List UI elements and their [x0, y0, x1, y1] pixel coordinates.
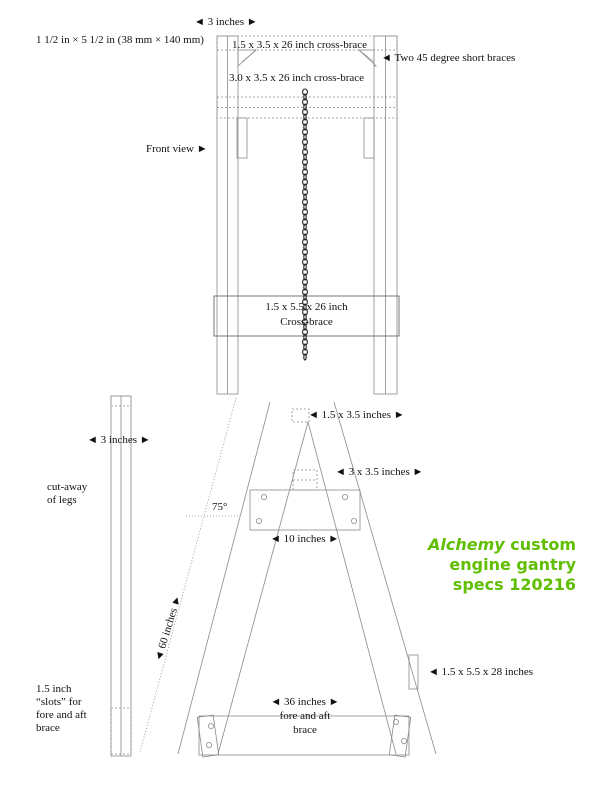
base-brace [196, 714, 412, 758]
top-cross-brace-label: 1.5 x 3.5 x 26 inch cross-brace [232, 39, 368, 51]
chain-link [303, 173, 307, 181]
chain-link [302, 188, 308, 196]
chain-link [302, 348, 308, 356]
right-leg-slot [363, 117, 375, 159]
chain-link [303, 283, 307, 291]
chain-link [302, 258, 308, 266]
chain-link [303, 183, 307, 191]
left-leg-slot [236, 117, 248, 159]
front-right-leg [373, 35, 398, 395]
lower-cross-brace-label-2: Cross-brace [280, 316, 333, 328]
leg-board-label: ◄ 1.5 x 5.5 x 28 inches [428, 666, 533, 678]
chain-link [302, 328, 308, 336]
apex-block-label: ◄ 1.5 x 3.5 inches ► [308, 409, 405, 421]
base-brace-label-3: brace [293, 724, 317, 736]
chain-link [303, 113, 307, 121]
top-cross-brace [216, 35, 398, 51]
chain-link [302, 268, 308, 276]
chain-link [302, 198, 308, 206]
chain-link [303, 223, 307, 231]
title-line-2: engine gantry [449, 555, 576, 574]
front-left-leg [216, 35, 239, 395]
chain-link [303, 333, 307, 341]
chain-link [302, 128, 308, 136]
chain-link [302, 288, 308, 296]
chain-link [303, 323, 307, 331]
chain-link [302, 238, 308, 246]
chain-link [303, 353, 307, 361]
chain-link [303, 103, 307, 111]
chain-link [302, 148, 308, 156]
cutaway-leg-strip [110, 395, 132, 757]
chain-link [302, 88, 308, 96]
cutaway-label-1: cut-away [47, 481, 88, 493]
chain-link [303, 153, 307, 161]
chain-link [302, 208, 308, 216]
leg-length-guide [139, 397, 237, 753]
chain-link [303, 253, 307, 261]
gusset-width-label: ◄ 10 inches ► [270, 533, 340, 545]
lower-cross-brace-label-1: 1.5 x 5.5 x 26 inch [265, 301, 348, 313]
chain-link [302, 138, 308, 146]
side-right-leg [307, 401, 437, 755]
base-brace-label-2: fore and aft [279, 710, 331, 722]
leg-width-label: ◄ 3 inches ► [87, 434, 151, 446]
chain-link [303, 313, 307, 321]
short-braces-label: ◄ Two 45 degree short braces [381, 52, 516, 64]
second-block-label: ◄ 3 x 3.5 inches ► [335, 466, 424, 478]
angle-label: 75° [212, 501, 228, 513]
short-brace-right [357, 49, 378, 67]
chain-link [303, 203, 307, 211]
gantry-title: Alchemy custom engine gantry specs 12021… [428, 535, 576, 595]
chain-link [303, 273, 307, 281]
chain-link [302, 168, 308, 176]
top-width-label: ◄ 3 inches ► [194, 16, 258, 28]
second-cross-brace [216, 96, 398, 119]
apex-block [291, 408, 310, 423]
chain-link [302, 228, 308, 236]
chain-link [303, 293, 307, 301]
title-line-1-rest: custom [504, 535, 576, 554]
chain-link [302, 158, 308, 166]
chain-link [302, 338, 308, 346]
chain-link [303, 123, 307, 131]
chain-link [302, 318, 308, 326]
chain-link [303, 263, 307, 271]
short-brace-left [237, 49, 258, 67]
chain-link [303, 193, 307, 201]
title-brand: Alchemy [428, 535, 505, 554]
chain-link [302, 218, 308, 226]
chain-link [303, 143, 307, 151]
chain-link [302, 298, 308, 306]
chain-link [302, 278, 308, 286]
chain-link [302, 248, 308, 256]
chain-link [303, 303, 307, 311]
lumber-size-label: 1 1/2 in × 5 1/2 in (38 mm × 140 mm) [36, 34, 204, 46]
chain-link [303, 163, 307, 171]
chain-link [303, 133, 307, 141]
chain-link [302, 108, 308, 116]
chain-link [302, 178, 308, 186]
second-cross-brace-label: 3.0 x 3.5 x 26 inch cross-brace [229, 72, 365, 84]
title-line-3: specs 120216 [452, 575, 576, 594]
hoist-chain [302, 88, 308, 361]
chain-link [303, 233, 307, 241]
chain-link [302, 308, 308, 316]
slots-label: 1.5 inch “slots” for fore and aft brace [36, 683, 87, 734]
base-brace-label-1: ◄ 36 inches ► [270, 696, 340, 708]
chain-link [302, 118, 308, 126]
chain-link [303, 93, 307, 101]
gusset-plate [249, 489, 361, 531]
chain-link [303, 213, 307, 221]
title-line-1: Alchemy custom [428, 535, 576, 555]
chain-link [303, 343, 307, 351]
leg-board [408, 654, 419, 690]
cutaway-label-2: of legs [47, 494, 77, 506]
chain-link [302, 98, 308, 106]
front-view-label: Front view ► [146, 143, 208, 155]
chain-link [303, 243, 307, 251]
